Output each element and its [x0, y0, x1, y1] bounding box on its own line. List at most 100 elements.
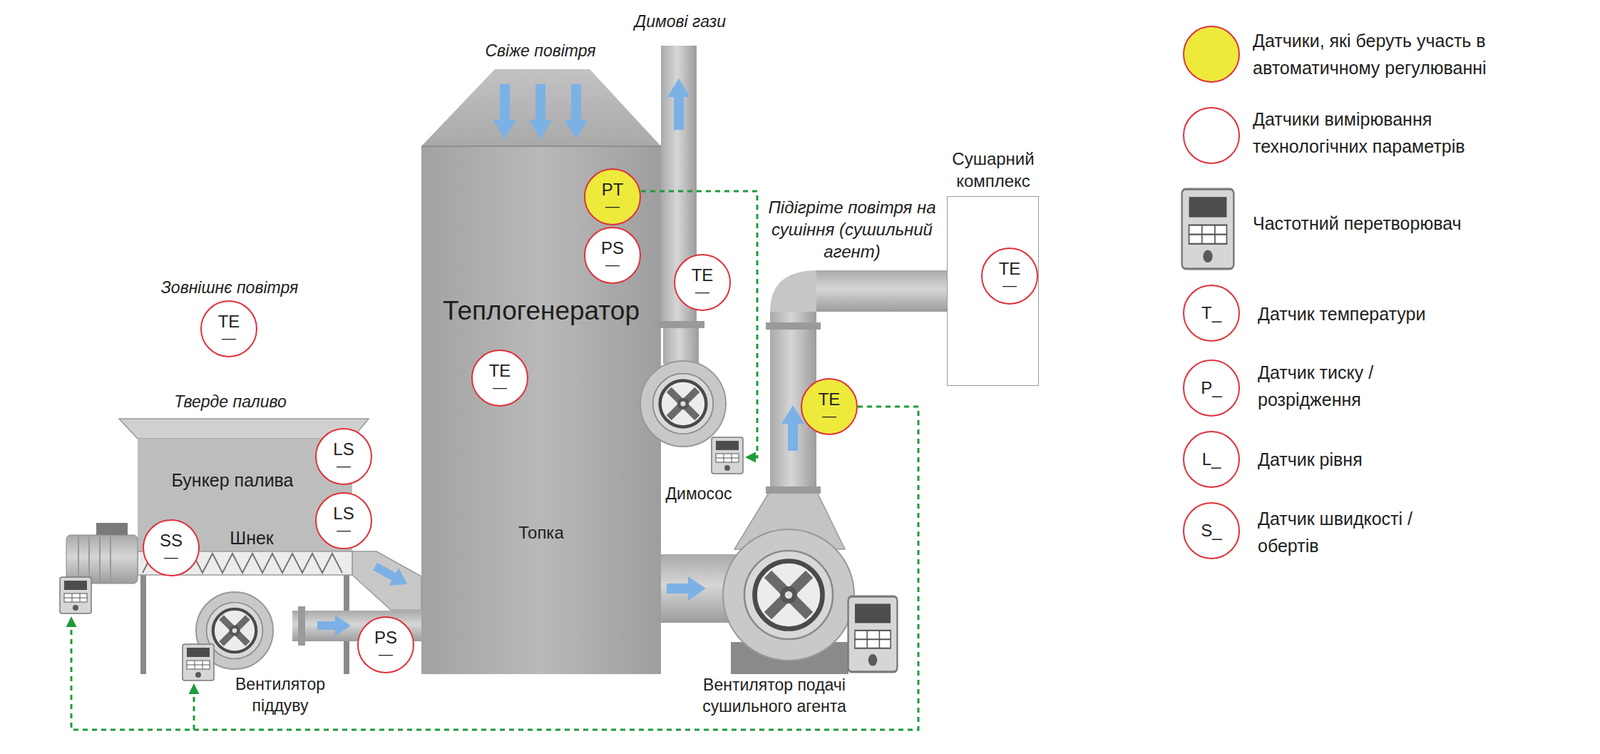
exhauster-fan — [653, 373, 714, 435]
control-signal-line — [640, 191, 758, 458]
part-name: Вентилятор піддуву — [219, 673, 341, 717]
sensor-circle: L_ — [1182, 430, 1240, 488]
legend-icon — [1182, 188, 1235, 269]
flow-arrow — [370, 557, 413, 594]
sensor-circle: TE— — [200, 300, 258, 358]
sensor-circle: TE— — [673, 253, 731, 311]
sensor-value: — — [1002, 278, 1017, 293]
sensor-value: — — [492, 380, 507, 395]
flow-label: Свіже повітря — [484, 40, 596, 63]
control-sensor: TE— — [800, 377, 858, 435]
heading: Сушарний комплекс — [932, 147, 1054, 192]
sensor-tag: LS — [332, 439, 354, 459]
generator-shell — [421, 146, 661, 674]
part-name: Шнек — [229, 526, 274, 550]
part-name: Вентилятор подачі сушильного агента — [688, 674, 860, 718]
flange — [298, 606, 306, 646]
fuel-bunker: Тверде паливоБункер паливаШнекLS—LS—SS— — [137, 438, 353, 575]
flow-arrow — [529, 84, 552, 140]
sensor-tag: PS — [374, 628, 398, 647]
sensor-value: — — [695, 284, 710, 299]
exhauster-housing — [640, 360, 726, 447]
sensor-tag: TE — [691, 265, 714, 285]
sensor-tag: TE — [818, 390, 841, 409]
legend-text: Датчики вимірювання технологічних параме… — [1252, 106, 1538, 160]
frequency-converter — [711, 437, 743, 474]
sensor-circle: LS— — [315, 427, 373, 485]
sensor-tag: TE — [218, 312, 241, 331]
exhauster-neck — [663, 324, 699, 364]
sensor-tag: P_ — [1200, 378, 1222, 398]
frequency-converter — [59, 576, 92, 614]
sensor-value: — — [822, 408, 837, 423]
sensor-value: — — [378, 646, 393, 661]
frequency-converter — [182, 643, 214, 681]
flow-label: Підігріте повітря на сушіння (сушильний … — [766, 196, 938, 264]
sensor-value: — — [336, 522, 351, 537]
bunker-leg — [140, 574, 147, 674]
legend-swatch — [1182, 25, 1240, 83]
flow-arrow — [493, 84, 517, 140]
unit-title: Теплогенератор — [442, 293, 640, 328]
motor-ribs — [78, 536, 111, 582]
heading: Тверде паливо — [173, 391, 287, 413]
control-signal-line — [71, 406, 919, 730]
flow-label: Зовнішнє повітря — [161, 277, 299, 299]
sensor-tag: TE — [489, 361, 512, 381]
sensor-value: — — [221, 330, 237, 346]
flow-label: Димові гази — [634, 11, 726, 33]
legend-text: Датчики, які беруть участь в автоматично… — [1252, 27, 1538, 82]
sensor-tag: L_ — [1202, 449, 1222, 469]
sensor-circle: PS— — [583, 226, 641, 284]
sensor-circle: S_ — [1182, 501, 1240, 560]
sensor-tag: TE — [998, 259, 1022, 279]
sensor-circle: SS— — [142, 519, 200, 577]
blower-fan — [206, 602, 264, 659]
auger-motor — [66, 534, 138, 584]
flow-arrow — [317, 614, 351, 637]
flange — [657, 320, 705, 328]
flange — [765, 322, 821, 330]
sensor-circle: P_ — [1182, 359, 1240, 417]
legend-text: Датчик температури — [1257, 300, 1543, 328]
sensor-circle: TE— — [981, 247, 1039, 305]
heat-generator: ТеплогенераторТопкаPT—PS—TE— — [421, 146, 661, 674]
legend-text: Датчик рівня — [1257, 446, 1543, 474]
sensor-circle: PS— — [357, 616, 415, 674]
sensor-value: — — [605, 198, 620, 214]
frequency-converter — [848, 596, 898, 672]
fan-housing — [722, 529, 855, 661]
flange — [765, 486, 821, 494]
control-sensor: PT— — [583, 168, 641, 226]
sensor-tag: PS — [601, 238, 624, 258]
sensor-circle: LS— — [315, 491, 373, 550]
flow-arrow — [564, 84, 588, 140]
sensor-value: — — [605, 257, 620, 272]
fuel-chute — [352, 551, 422, 610]
control-signal-line — [193, 685, 196, 730]
duct-elbow — [770, 270, 818, 312]
sensor-value: — — [163, 549, 179, 564]
part-name: Бункер палива — [171, 468, 294, 492]
part-name: Димосос — [665, 483, 732, 505]
supply-duct — [816, 270, 964, 312]
sensor-circle: T_ — [1182, 284, 1240, 342]
legend-text: Датчик швидкості / обертів — [1257, 505, 1458, 560]
hood-seam — [421, 145, 661, 147]
sensor-tag: LS — [332, 504, 354, 523]
flow-arrow — [667, 78, 691, 130]
dryer-box: Сушарний комплексTE— — [946, 196, 1039, 386]
unit-part: Топка — [518, 521, 564, 544]
legend-text: Частотний перетворювач — [1252, 210, 1538, 238]
sensor-tag: PT — [601, 180, 624, 199]
sensor-value: — — [336, 458, 351, 473]
flow-arrow — [666, 576, 706, 601]
legend-swatch — [1182, 106, 1240, 164]
sensor-tag: SS — [159, 531, 183, 550]
legend-text: Датчик тиску / розрідження — [1257, 359, 1458, 413]
sensor-circle: TE— — [471, 349, 529, 407]
supply-fan — [744, 550, 833, 639]
sensor-tag: S_ — [1200, 521, 1222, 540]
air-hood — [421, 69, 661, 147]
